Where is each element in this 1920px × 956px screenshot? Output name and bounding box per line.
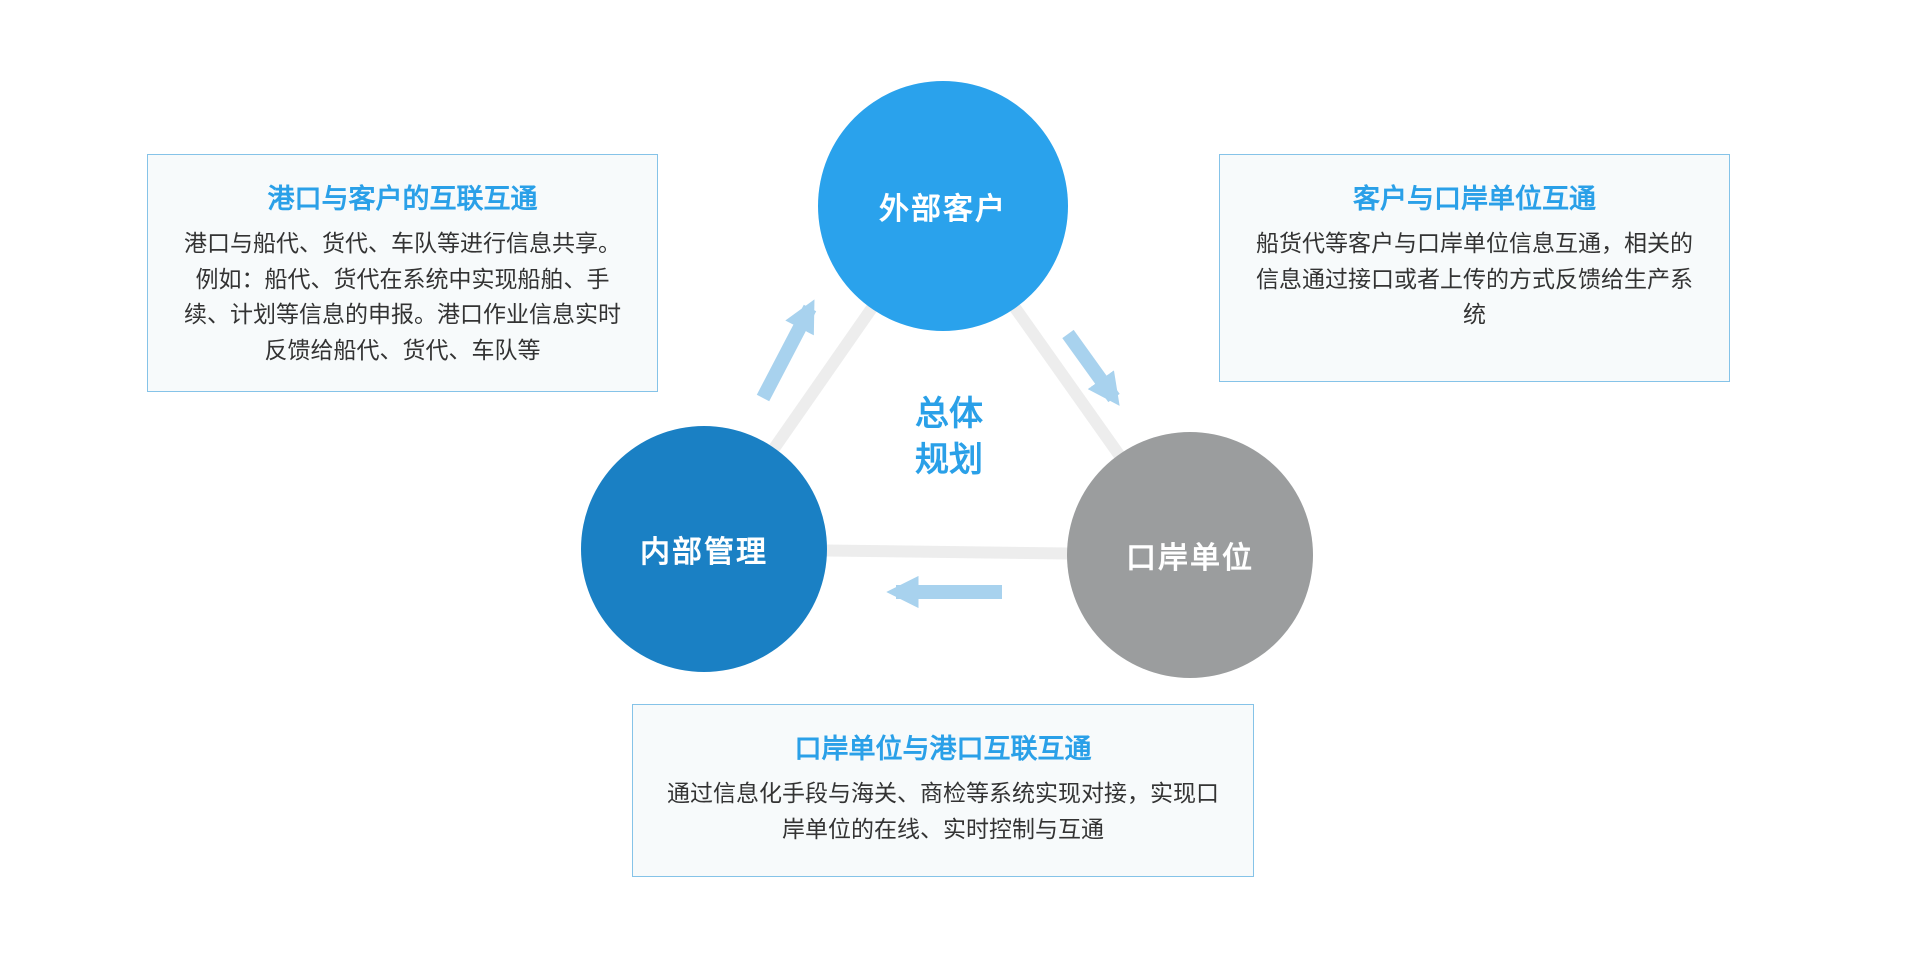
infobox-customer-port-unit-title: 客户与口岸单位互通 <box>1353 184 1596 214</box>
node-external-customers: 外部客户 <box>818 81 1068 331</box>
node-port-units-label: 口岸单位 <box>1126 542 1254 575</box>
center-title-line1: 总体 <box>915 395 983 433</box>
node-port-units: 口岸单位 <box>1067 432 1313 678</box>
infobox-port-customer-title: 港口与客户的互联互通 <box>267 184 538 214</box>
infobox-port-customer: 港口与客户的互联互通 港口与船代、货代、车队等进行信息共享。例如：船代、货代在系… <box>147 154 658 392</box>
infobox-port-unit-port-title: 口岸单位与港口互联互通 <box>794 734 1092 764</box>
node-external-customers-label: 外部客户 <box>879 193 1007 226</box>
infobox-customer-port-unit-body: 船货代等客户与口岸单位信息互通，相关的信息通过接口或者上传的方式反馈给生产系统 <box>1256 230 1693 328</box>
infobox-port-customer-body: 港口与船代、货代、车队等进行信息共享。例如：船代、货代在系统中实现船舶、手续、计… <box>184 230 621 363</box>
arrow-external-to-port-icon <box>1062 329 1120 406</box>
node-internal-management: 内部管理 <box>581 426 827 672</box>
infobox-customer-port-unit: 客户与口岸单位互通 船货代等客户与口岸单位信息互通，相关的信息通过接口或者上传的… <box>1219 154 1730 382</box>
center-title: 总体 规划 <box>849 392 1049 484</box>
center-title-line2: 规划 <box>915 440 983 479</box>
infobox-port-unit-port: 口岸单位与港口互联互通 通过信息化手段与海关、商检等系统实现对接，实现口岸单位的… <box>632 704 1254 877</box>
arrow-internal-to-external-icon <box>756 299 817 402</box>
node-internal-management-label: 内部管理 <box>640 536 768 569</box>
infobox-port-unit-port-body: 通过信息化手段与海关、商检等系统实现对接，实现口岸单位的在线、实时控制与互通 <box>667 780 1219 842</box>
